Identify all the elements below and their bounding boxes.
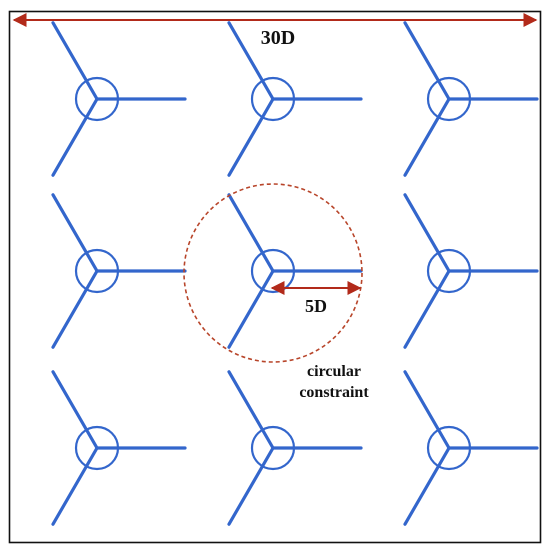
turbine-blade	[403, 21, 451, 101]
turbine-blade	[51, 370, 99, 450]
turbine-blade	[51, 269, 99, 349]
turbine-1-3	[403, 21, 539, 177]
turbine-blade	[51, 193, 99, 273]
turbine-blade	[51, 97, 99, 177]
turbine-blade	[227, 446, 275, 526]
turbine-blade	[227, 97, 275, 177]
turbine-blade	[403, 97, 451, 177]
domain-length-label: 30D	[261, 27, 295, 49]
turbine-3-1	[51, 370, 187, 526]
radius-length-label: 5D	[305, 296, 327, 316]
turbine-1-2	[227, 21, 363, 177]
turbine-blade	[51, 446, 99, 526]
turbine-array	[51, 21, 539, 526]
domain-boundary	[8, 10, 542, 544]
turbine-1-1	[51, 21, 187, 177]
turbine-blade	[227, 370, 275, 450]
turbine-blade	[227, 21, 275, 101]
turbine-blade	[403, 193, 451, 273]
turbine-3-3	[403, 370, 539, 526]
constraint-label-line2: constraint	[299, 384, 369, 401]
turbine-2-3	[403, 193, 539, 349]
turbine-blade	[403, 370, 451, 450]
turbine-blade	[403, 269, 451, 349]
constraint-label-line1: circular	[307, 363, 361, 380]
turbine-blade	[227, 269, 275, 349]
circular-constraint-circle	[183, 183, 363, 363]
turbine-3-2	[227, 370, 363, 526]
turbine-blade	[403, 446, 451, 526]
turbine-blade	[227, 193, 275, 273]
turbine-2-2	[227, 193, 363, 349]
turbine-blade	[51, 21, 99, 101]
turbine-2-1	[51, 193, 187, 349]
